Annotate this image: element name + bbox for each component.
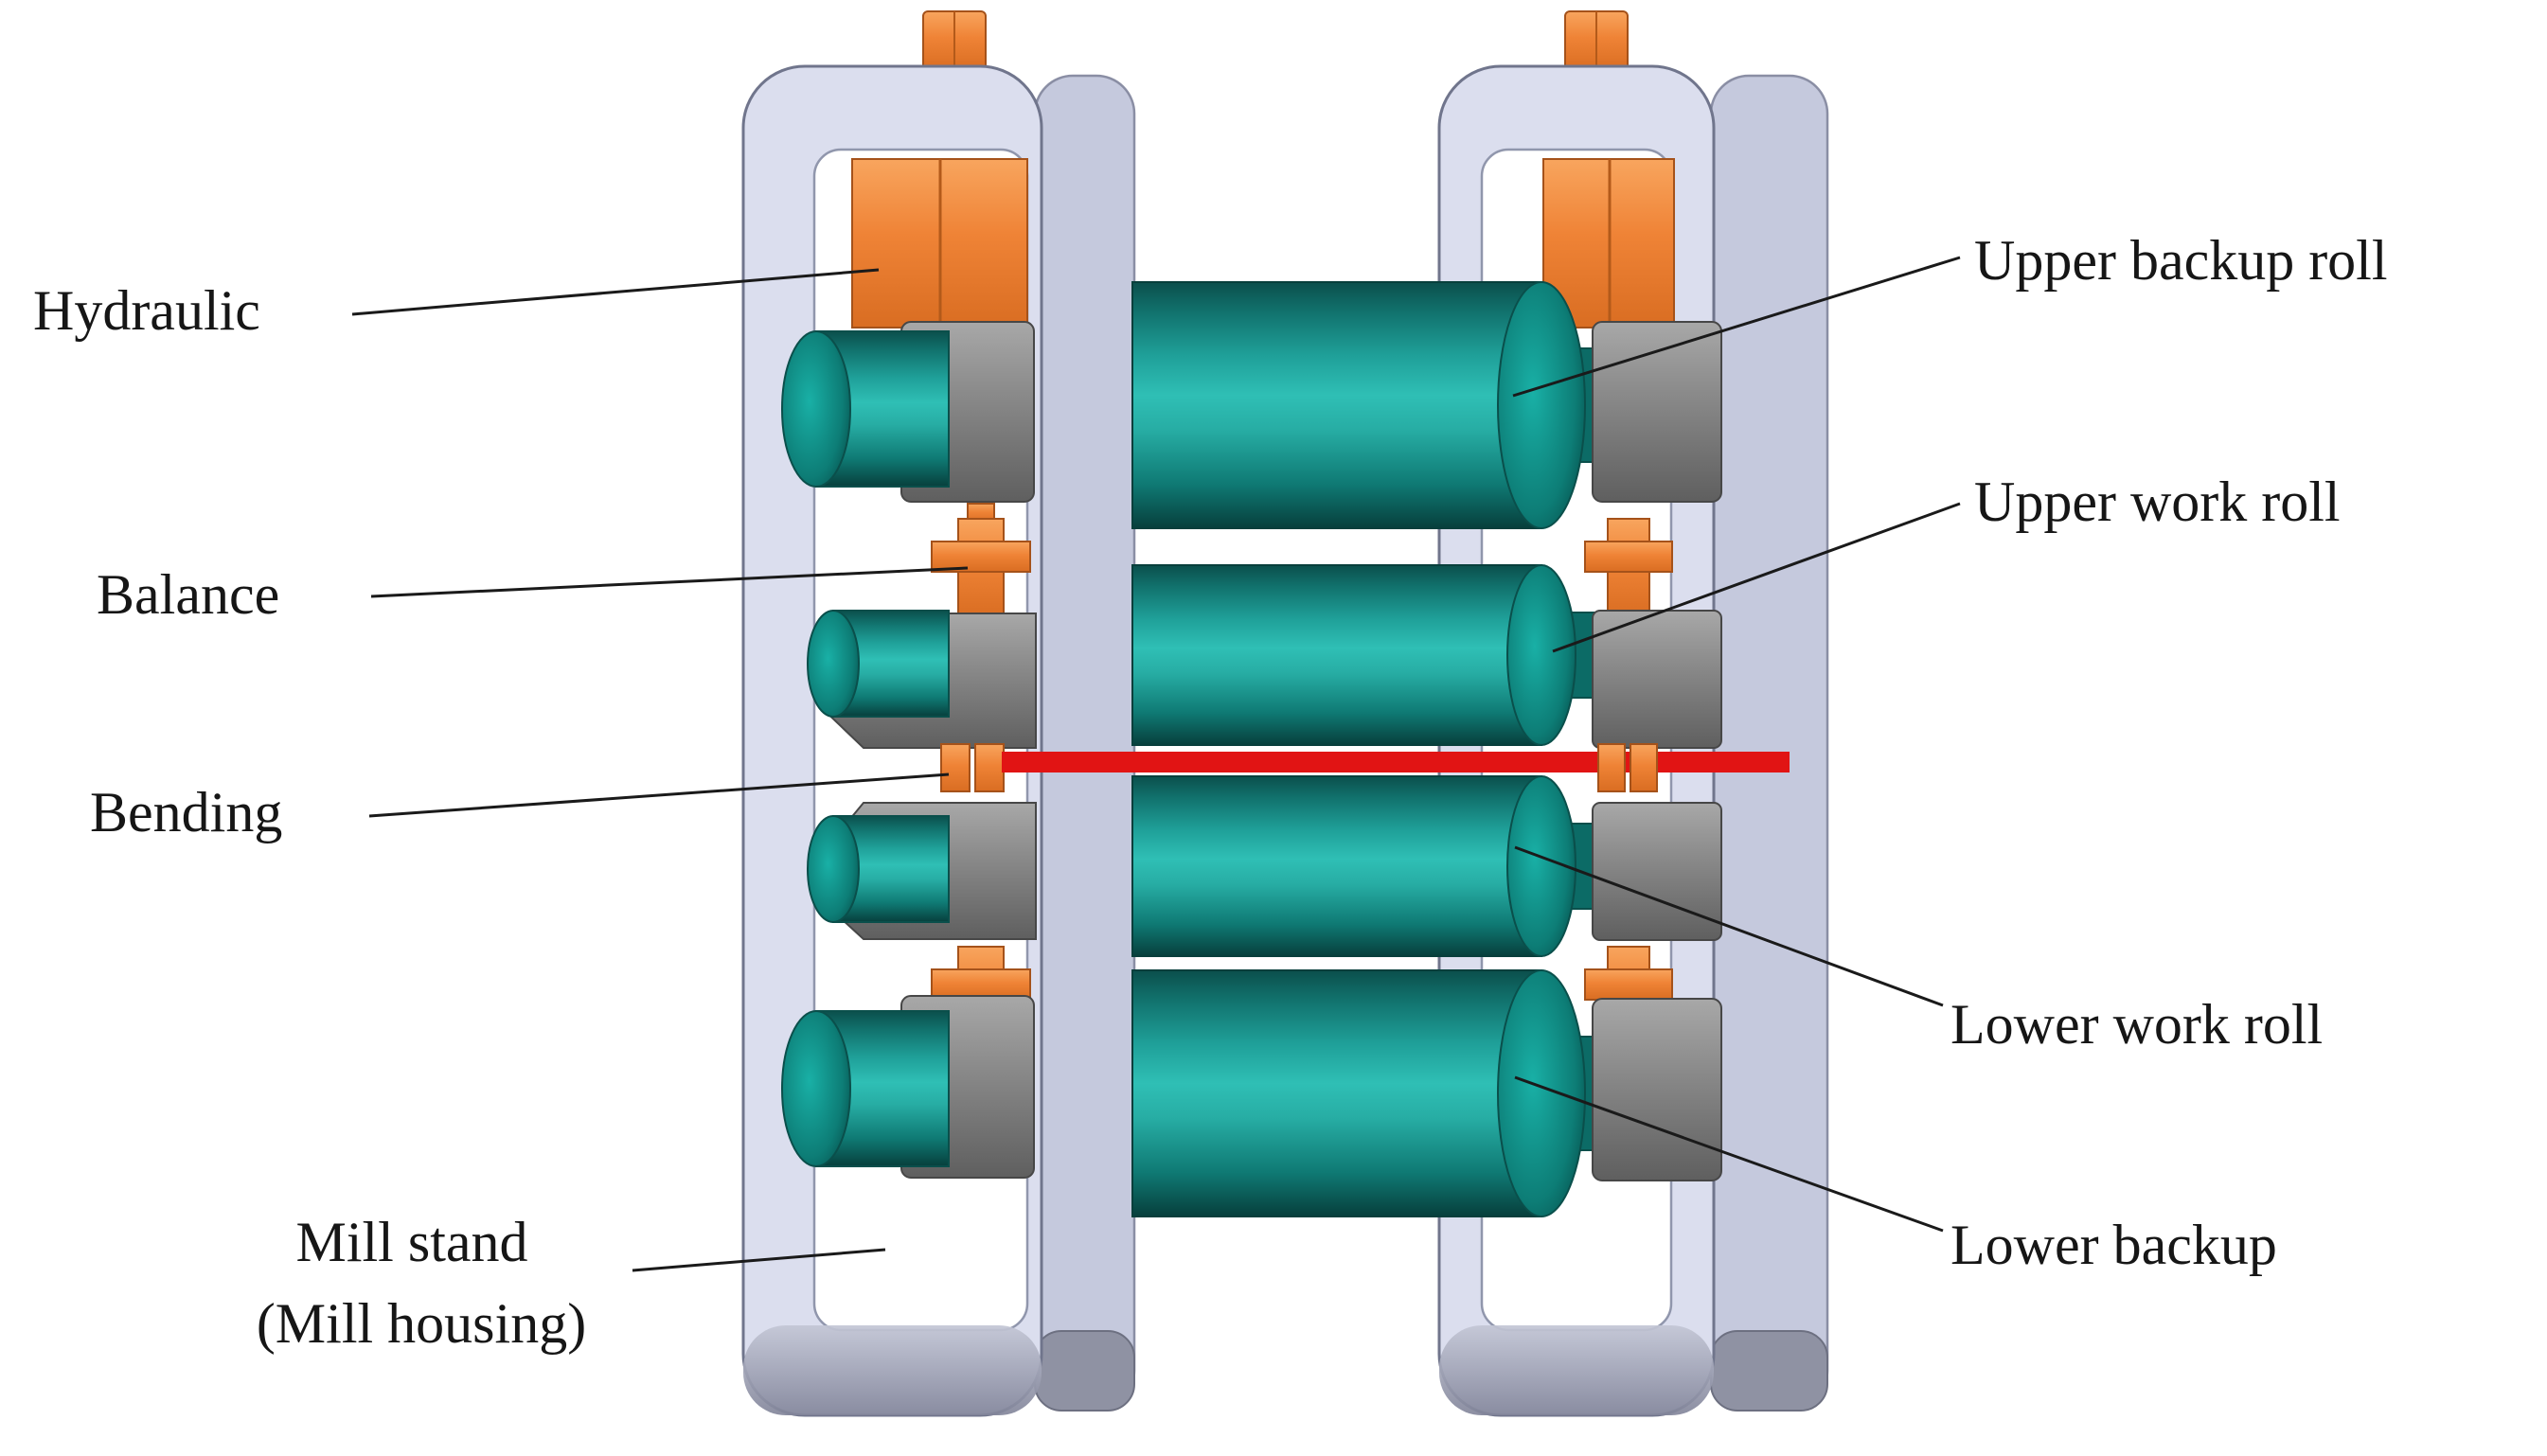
leader-line-lower-work-roll: [1514, 845, 1944, 1007]
leader-line-lower-backup: [1514, 1075, 1944, 1233]
label-upper-work-roll: Upper work roll: [1974, 471, 2341, 533]
bending-actuator-left: [940, 743, 1005, 792]
label-bending: Bending: [90, 781, 282, 843]
right-top-screw-cap: [1564, 10, 1629, 71]
label-mill-stand-line1: Mill stand: [295, 1211, 527, 1273]
labels: Hydraulic Balance Bending Mill stand (Mi…: [33, 229, 2388, 1355]
rolled-strip: [1002, 752, 1790, 772]
leader-line-bending: [368, 772, 950, 818]
label-mill-stand-line2: (Mill housing): [257, 1292, 586, 1355]
leader-line-upper-work-roll: [1552, 502, 1961, 653]
label-hydraulic: Hydraulic: [33, 279, 260, 342]
leader-line-mill-stand: [632, 1248, 886, 1272]
leader-lines: [351, 256, 1961, 1272]
hydraulic-cylinder-right: [1542, 158, 1675, 328]
right-housing-base: [1439, 1325, 1714, 1415]
right-housing-depth-base: [1710, 1330, 1828, 1412]
upper-backup-roll: [1131, 281, 1609, 529]
label-upper-backup-roll: Upper backup roll: [1974, 229, 2388, 292]
label-lower-work-roll: Lower work roll: [1950, 993, 2323, 1056]
lower-backup-roll: [1131, 969, 1609, 1217]
left-housing-base: [743, 1325, 1042, 1415]
bending-actuator-right: [1597, 743, 1658, 792]
upper-backup-journal-left: [781, 330, 950, 488]
roll-stack: [1131, 281, 1609, 1217]
upper-work-roll: [1131, 564, 1609, 746]
leader-line-upper-backup-roll: [1512, 256, 1961, 398]
label-balance: Balance: [97, 563, 279, 626]
lower-work-journal-left: [807, 815, 950, 923]
upper-backup-chock-right: [1592, 321, 1722, 503]
left-mill-housing: [741, 10, 1136, 1417]
balance-actuator-upper-right: [1584, 518, 1673, 618]
leader-line-hydraulic: [351, 268, 880, 316]
left-top-screw-cap: [922, 10, 987, 71]
upper-work-journal-left: [807, 610, 950, 718]
hydraulic-cylinder-left: [851, 158, 1028, 328]
left-housing-depth-panel: [1033, 74, 1136, 1411]
lower-backup-chock-right: [1592, 998, 1722, 1181]
right-chocks: [1592, 321, 1722, 1181]
lower-work-roll: [1131, 775, 1609, 957]
label-lower-backup: Lower backup: [1950, 1214, 2277, 1276]
left-housing-depth-base: [1034, 1330, 1135, 1412]
leader-line-balance: [370, 566, 969, 598]
right-housing-depth-panel: [1709, 74, 1829, 1411]
lower-backup-journal-left: [781, 1010, 950, 1167]
lower-work-chock-right: [1592, 802, 1722, 941]
